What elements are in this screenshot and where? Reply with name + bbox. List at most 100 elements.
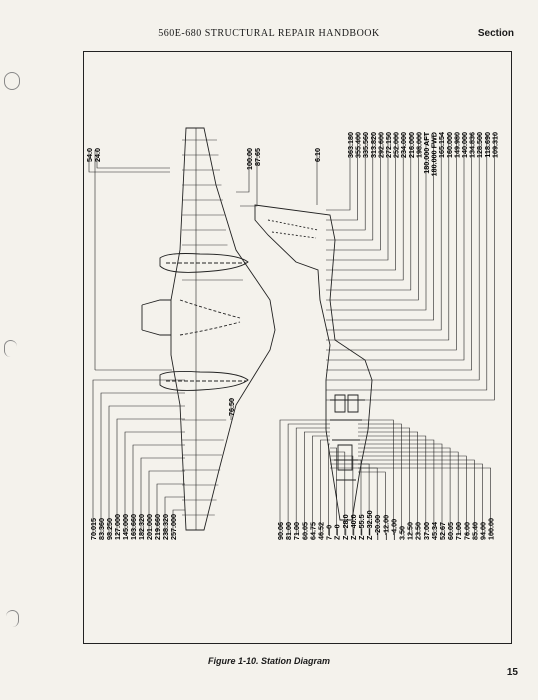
station-label-fuselage-bottom: 100.00 [487, 518, 496, 540]
station-label-fuselage-bottom: 71.00 [454, 522, 463, 540]
header-section: Section [477, 28, 514, 39]
station-label-nacelle: 87.65 [253, 148, 262, 166]
station-label-stabilizer: 6.10 [313, 148, 322, 162]
station-leader [358, 455, 467, 535]
station-label-fuselage-top: 216.000 [407, 132, 416, 158]
station-label-fuselage-top: 335.560 [361, 132, 370, 158]
station-label-fuselage-bottom: —12.00 [381, 515, 390, 540]
station-leader [326, 134, 434, 321]
station-leader [358, 443, 443, 535]
station-leader [358, 427, 410, 535]
station-leader [279, 419, 330, 535]
station-label-fuselage-top: 198.000 [414, 132, 423, 158]
station-leader [326, 134, 465, 361]
station-label-fuselage-bottom: 71.00 [292, 522, 301, 540]
station-leader [326, 134, 366, 231]
station-leader [358, 459, 475, 535]
station-leader [326, 134, 381, 251]
station-leader [132, 444, 185, 535]
station-leader [326, 134, 412, 291]
station-label-wing-bottom: 163.660 [129, 514, 138, 540]
header-title: 560E-680 STRUCTURAL REPAIR HANDBOOK [158, 28, 380, 39]
station-label-fuselage-bottom: Z—28.0 [341, 514, 350, 540]
station-label-fuselage-bottom: 90.06 [276, 522, 285, 540]
station-label-fuselage-bottom: 45.34 [430, 522, 439, 540]
station-label-fuselage-top: 140.000 [460, 132, 469, 158]
station-label-fuselage-top: 134.836 [468, 132, 477, 158]
station-leader [320, 439, 330, 535]
station-label-wing-bottom: 70.015 [89, 518, 98, 540]
station-leader [100, 392, 185, 535]
station-label-fuselage-top: 313.820 [369, 132, 378, 158]
station-label-fuselage-bottom: —20.00 [373, 515, 382, 540]
station-label-fuselage-top: 363.180 [346, 132, 355, 158]
station-leader [328, 443, 330, 535]
station-leader [124, 431, 185, 535]
station-leader [92, 379, 185, 535]
station-label-fuselage-bottom: Z—0 [333, 524, 342, 540]
station-leader [164, 496, 185, 535]
station-label-fuselage-bottom: —4.00 [389, 519, 398, 540]
station-leader [148, 470, 185, 535]
station-leader [330, 455, 354, 535]
station-leader [330, 451, 346, 535]
station-label-fuselage-bottom: 94.00 [479, 522, 488, 540]
station-label-fuselage-bottom: 64.75 [308, 522, 317, 540]
station-leader [326, 134, 374, 241]
station-leader [358, 463, 483, 535]
station-label-fuselage-bottom: 7—0 [325, 525, 334, 540]
station-leader [240, 150, 258, 207]
station-label-fuselage-top: 165.154 [437, 132, 446, 158]
station-leader [236, 150, 250, 193]
station-label-wing-bottom: 201.000 [145, 514, 154, 540]
station-label-fuselage-bottom: 81.00 [284, 522, 293, 540]
station-leader [358, 467, 491, 535]
station-label-fuselage-top: 160.000 [445, 132, 454, 158]
station-label-wing-bottom: 127.000 [113, 514, 122, 540]
station-label-wing-top: 54.0 [85, 148, 94, 162]
station-leader [358, 439, 435, 535]
station-leader [326, 134, 442, 331]
station-leader [140, 457, 185, 535]
station-leader [172, 509, 185, 535]
station-label-fuselage-top: 128.500 [475, 132, 484, 158]
station-label-fuselage-bottom: 60.05 [446, 522, 455, 540]
station-label-fuselage-bottom: 37.00 [422, 522, 431, 540]
station-leader [156, 483, 185, 535]
station-label-fuselage-bottom: Z—32.50 [365, 510, 374, 540]
station-leader-lines [88, 134, 495, 535]
station-leader [295, 427, 330, 535]
binder-hole-middle [4, 340, 17, 357]
station-leader [358, 423, 402, 535]
station-label-wing-bottom: 238.320 [161, 514, 170, 540]
page-number: 15 [506, 667, 518, 678]
station-label-fuselage-top: 149.980 [452, 132, 461, 158]
station-leader [358, 447, 451, 535]
station-leader [303, 431, 330, 535]
station-label-fuselage-bottom: 76.00 [462, 522, 471, 540]
station-leader [358, 419, 394, 535]
station-label-fuselage-top: 180.000 AFT [422, 131, 431, 173]
station-label-wing-bottom: 98.250 [105, 518, 114, 540]
station-label-wing-bottom: 219.660 [153, 514, 162, 540]
station-label-fuselage-bottom: 3.50 [398, 526, 407, 540]
station-leader [326, 134, 404, 281]
station-leader [358, 435, 427, 535]
station-label-wing-top: 24.0 [93, 148, 102, 162]
station-leader [326, 134, 450, 341]
station-label-fuselage-bottom: 52.67 [438, 522, 447, 540]
station-label-fuselage-top: 234.000 [399, 132, 408, 158]
station-leader [358, 471, 386, 535]
station-leader [326, 134, 419, 301]
station-label-wing-bottom: 257.000 [169, 514, 178, 540]
station-leader [326, 134, 457, 351]
fuselage-outline [254, 204, 373, 521]
station-leader [330, 447, 338, 535]
station-label-wing-bottom: 182.320 [137, 514, 146, 540]
station-label-fuselage-ref: 76.50 [227, 398, 236, 416]
station-label-fuselage-bottom: 46.52 [317, 522, 326, 540]
station-leader [326, 134, 351, 211]
station-leader [88, 150, 170, 173]
station-label-fuselage-top: 355.400 [354, 132, 363, 158]
